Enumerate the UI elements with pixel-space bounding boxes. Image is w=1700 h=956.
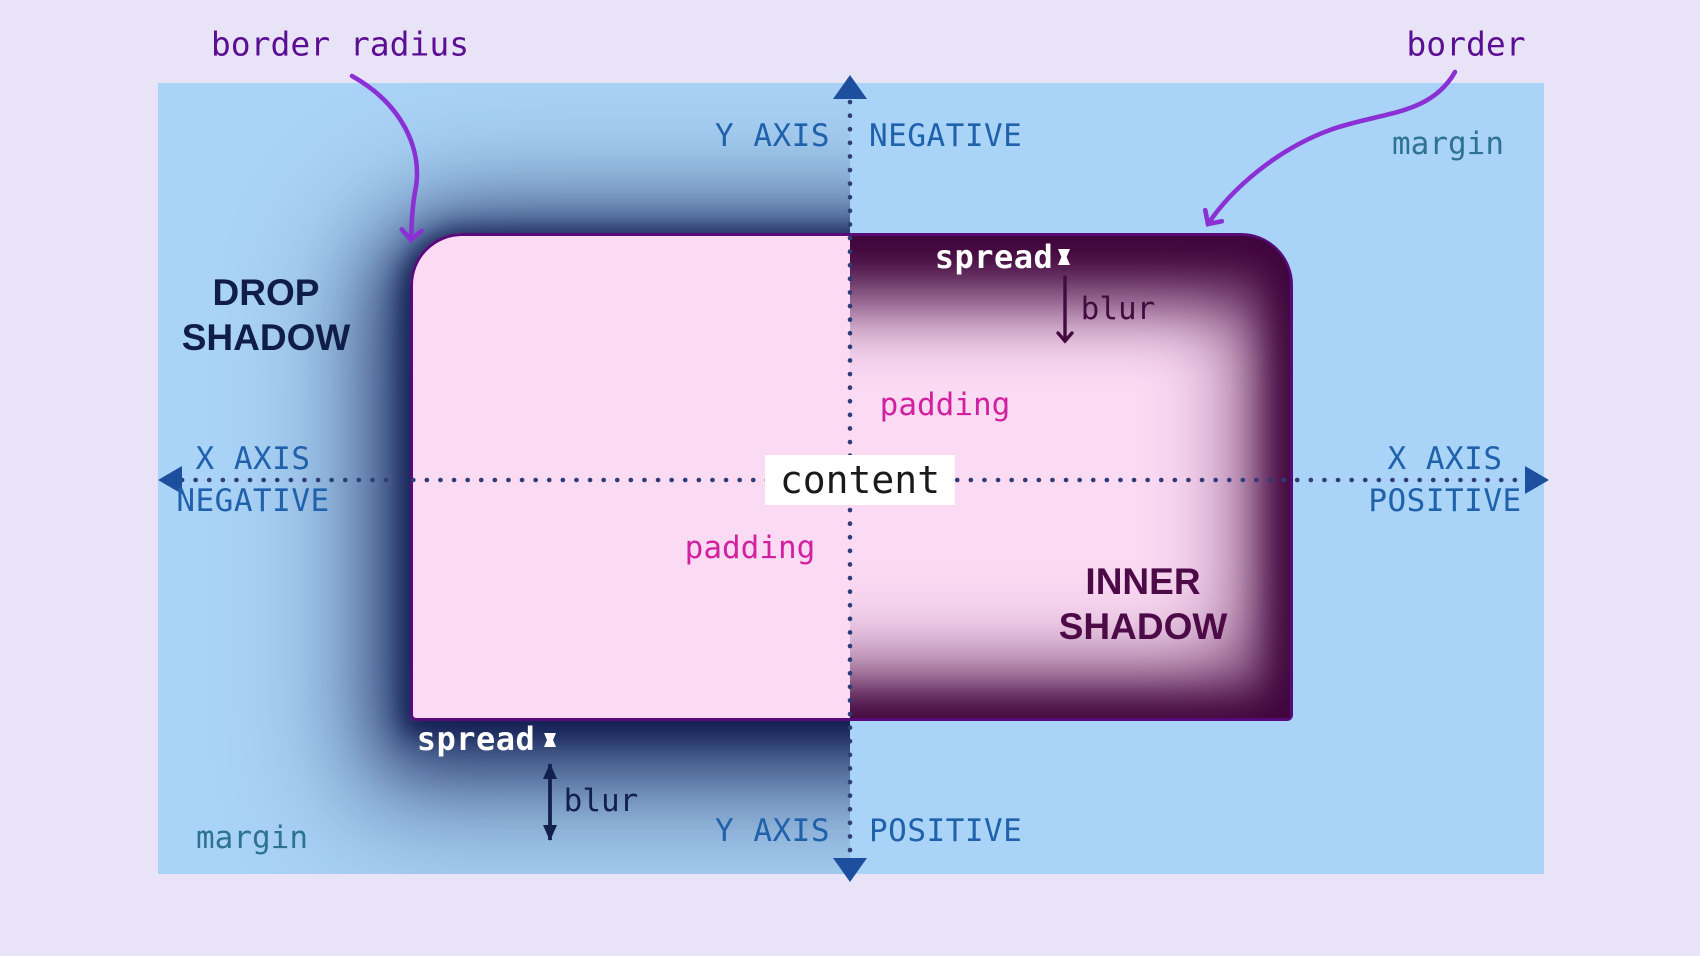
border-label: border [1406, 24, 1526, 64]
x-axis-negative-line1: X AXIS [195, 441, 311, 477]
x-axis-positive-arrow-icon [1525, 466, 1549, 494]
spread-label-bottom: spread [416, 720, 536, 758]
y-axis-negative-arrow-icon [833, 75, 867, 99]
border-radius-label: border radius [210, 24, 470, 64]
x-axis-positive-label: X AXIS POSITIVE [1368, 438, 1521, 522]
drop-shadow-label: DROP SHADOW [182, 270, 351, 360]
inner-shadow-line1: INNER [1085, 561, 1201, 602]
border-arrow-icon [1202, 69, 1458, 227]
drop-shadow-line1: DROP [212, 272, 320, 313]
margin-label-bottom: margin [196, 820, 308, 856]
padding-label-lower: padding [684, 530, 816, 566]
blur-label-bottom: blur [563, 783, 639, 819]
x-axis-negative-arrow-icon [158, 466, 182, 494]
inner-shadow-label: INNER SHADOW [1059, 559, 1228, 649]
blur-label-top: blur [1080, 291, 1156, 327]
y-axis-negative-label-left: Y AXIS [715, 118, 830, 154]
y-axis-positive-arrow-icon [833, 858, 867, 882]
y-axis-positive-label-left: Y AXIS [715, 813, 830, 849]
x-axis-positive-line1: X AXIS [1387, 441, 1503, 477]
margin-label-top: margin [1392, 126, 1504, 162]
x-axis-negative-label: X AXIS NEGATIVE [176, 438, 329, 522]
x-axis-positive-line2: POSITIVE [1368, 483, 1522, 519]
padding-label-upper: padding [879, 387, 1011, 423]
content-label: content [764, 455, 956, 505]
x-axis-negative-line2: NEGATIVE [176, 483, 330, 519]
drop-shadow-line2: SHADOW [181, 317, 351, 358]
y-axis-negative-label-right: NEGATIVE [869, 118, 1023, 154]
y-axis-positive-label-right: POSITIVE [869, 813, 1023, 849]
inner-shadow-line2: SHADOW [1058, 606, 1228, 647]
border-radius-arrow-icon [349, 73, 424, 244]
spread-label-top: spread [934, 238, 1054, 276]
